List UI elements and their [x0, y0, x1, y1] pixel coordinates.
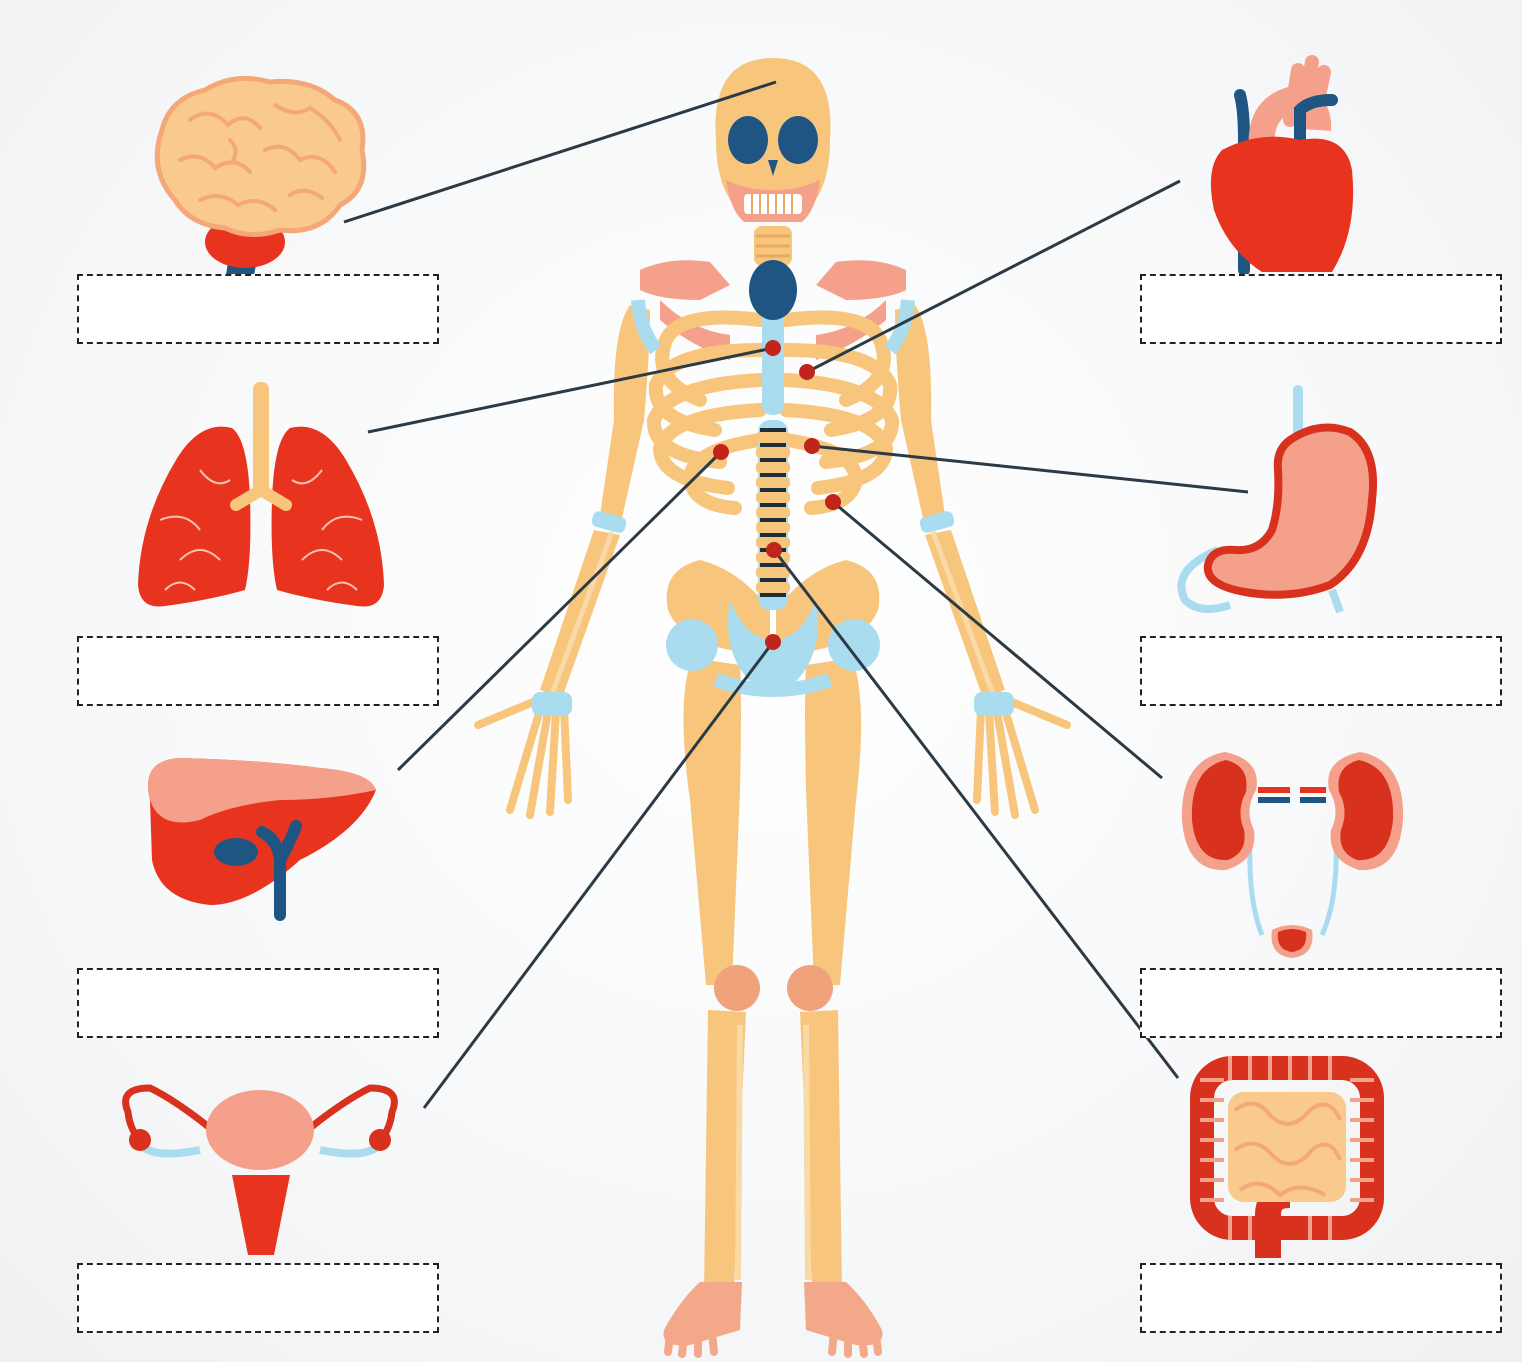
heart-icon [1211, 62, 1353, 272]
answer-input-stomach[interactable] [1142, 637, 1500, 705]
anchor-dot [765, 634, 781, 650]
answer-input-intestines[interactable] [1142, 1264, 1500, 1332]
answer-box-uterus[interactable] [77, 1263, 439, 1333]
anchor-dot [713, 444, 729, 460]
answer-box-liver[interactable] [77, 968, 439, 1038]
answer-box-lungs[interactable] [77, 636, 439, 706]
answer-box-kidneys[interactable] [1140, 968, 1502, 1038]
anchor-dot [799, 364, 815, 380]
answer-input-kidneys[interactable] [1142, 969, 1500, 1037]
answer-box-intestines[interactable] [1140, 1263, 1502, 1333]
answer-input-lungs[interactable] [79, 637, 437, 705]
answer-input-heart[interactable] [1142, 275, 1500, 343]
brain-icon [157, 78, 363, 275]
answer-box-heart[interactable] [1140, 274, 1502, 344]
anchor-dot [766, 542, 782, 558]
answer-box-stomach[interactable] [1140, 636, 1502, 706]
lungs-icon [138, 382, 384, 607]
connector-brain [344, 82, 776, 222]
anchor-dot [825, 494, 841, 510]
answer-input-uterus[interactable] [79, 1264, 437, 1332]
anchor-dot [765, 340, 781, 356]
anchor-dot [804, 438, 820, 454]
skeleton-figure [478, 58, 1067, 1354]
liver-icon [148, 758, 376, 915]
stomach-icon [1181, 390, 1373, 612]
intestines-icon [1200, 1056, 1374, 1258]
kidneys-icon [1182, 752, 1403, 958]
answer-box-brain[interactable] [77, 274, 439, 344]
answer-input-liver[interactable] [79, 969, 437, 1037]
uterus-icon [126, 1088, 395, 1255]
answer-input-brain[interactable] [79, 275, 437, 343]
